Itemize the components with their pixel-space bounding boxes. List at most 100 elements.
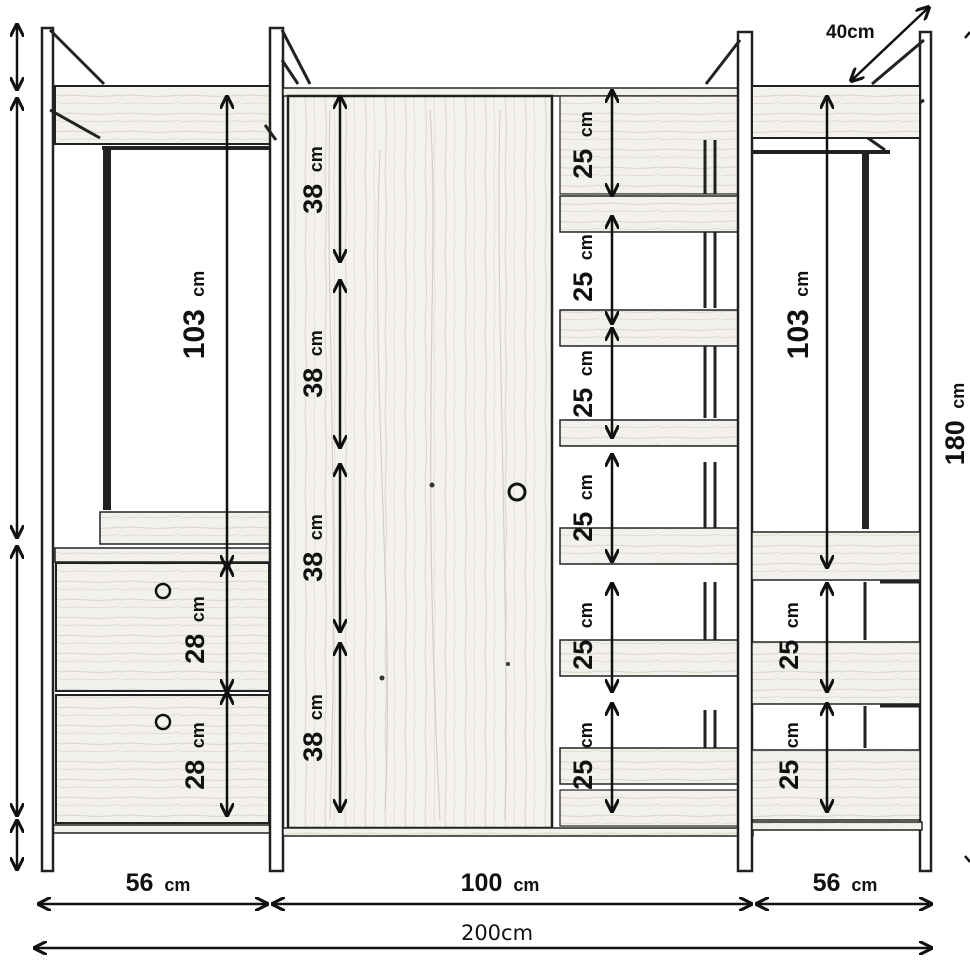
right-back-post [862, 154, 869, 529]
center-section-3-value: 38 [298, 552, 328, 582]
left-drawer-1-unit: cm [188, 596, 208, 622]
svg-text:25 cm: 25 cm [568, 474, 598, 542]
total-height-ticks [964, 31, 970, 863]
shelf-1-value: 25 [568, 149, 598, 179]
center-section-1-unit: cm [306, 146, 326, 172]
shelf-6-unit: cm [576, 722, 596, 748]
right-lower-1-value: 25 [774, 640, 804, 670]
shelf-board-5 [559, 639, 741, 677]
left-outer-post [40, 26, 55, 873]
center-section-4-unit: cm [306, 694, 326, 720]
left-top-shelf [54, 85, 271, 145]
shelf-5-unit: cm [576, 602, 596, 628]
width-left-unit: cm [164, 875, 190, 895]
svg-text:28 cm: 28 cm [180, 596, 210, 664]
svg-text:25 cm: 25 cm [568, 722, 598, 790]
door-grain-lines [328, 109, 507, 821]
svg-text:25 cm: 25 cm [774, 602, 804, 670]
left-top-brace [48, 28, 312, 141]
shelf-board-6 [559, 747, 741, 785]
right-shelf-2 [751, 641, 921, 705]
dimension-lines [17, 8, 970, 948]
width-left-value: 56 [126, 869, 154, 897]
shelf-5-value: 25 [568, 640, 598, 670]
total-height-unit: cm [948, 383, 968, 409]
svg-text:25 cm: 25 cm [568, 111, 598, 179]
total-height-value: 180 [940, 420, 970, 465]
right-lower-brackets [863, 580, 920, 748]
left-hanging-value: 103 [178, 309, 211, 359]
right-outer-post [918, 30, 933, 873]
shelf-3-value: 25 [568, 388, 598, 418]
right-shelf-1 [751, 531, 921, 581]
shelf-board-2 [559, 309, 741, 347]
right-lower-1-unit: cm [782, 602, 802, 628]
left-hanging-unit: cm [188, 271, 208, 297]
left-drawer-upper-knob[interactable] [154, 582, 172, 600]
left-drawer-lower-knob[interactable] [154, 713, 172, 731]
width-center-value: 100 [461, 869, 503, 897]
svg-text:38 cm: 38 cm [298, 694, 328, 762]
left-drawer-2-value: 28 [180, 760, 210, 790]
right-lower-2-unit: cm [782, 722, 802, 748]
shelf-board-3 [559, 419, 741, 447]
center-bottom-rail [282, 827, 754, 837]
shelf-4-unit: cm [576, 474, 596, 500]
door-knob[interactable] [507, 482, 527, 502]
width-right-unit: cm [851, 875, 877, 895]
center-section-3-unit: cm [306, 514, 326, 540]
svg-text:25 cm: 25 cm [774, 722, 804, 790]
right-bottom-rail [751, 821, 923, 831]
svg-text:25 cm: 25 cm [568, 234, 598, 302]
depth-label: 40cm [826, 22, 875, 43]
shelf-board-0 [559, 95, 741, 195]
shelf-board-7 [559, 789, 741, 827]
shelf-board-1 [559, 195, 741, 233]
right-shelf-3 [751, 749, 921, 821]
svg-text:103 cm: 103 cm [178, 271, 211, 359]
svg-text:38 cm: 38 cm [298, 330, 328, 398]
svg-text:38 cm: 38 cm [298, 514, 328, 582]
right-lower-2-value: 25 [774, 760, 804, 790]
svg-text:28 cm: 28 cm [180, 722, 210, 790]
left-inner-post [268, 26, 285, 873]
svg-text:25 cm: 25 cm [568, 602, 598, 670]
shelf-side-brackets [703, 140, 717, 748]
dimension-labels: 40cm 103 cm 28 cm 28 cm 38 cm [126, 22, 970, 945]
left-back-post [103, 150, 111, 510]
door-knot-3 [506, 662, 510, 666]
svg-text:56 cm: 56 cm [813, 869, 878, 897]
left-drawer-1-value: 28 [180, 634, 210, 664]
shelf-3-unit: cm [576, 350, 596, 376]
left-counter-shelf [54, 547, 271, 563]
svg-text:38 cm: 38 cm [298, 146, 328, 214]
center-section-2-unit: cm [306, 330, 326, 356]
shelf-board-4 [559, 527, 741, 565]
left-middle-shelf [99, 511, 271, 545]
right-hanging-unit: cm [792, 271, 812, 297]
left-drawer-upper[interactable] [55, 562, 270, 692]
shelf-2-value: 25 [568, 272, 598, 302]
svg-text:25 cm: 25 cm [568, 350, 598, 418]
left-drawer-2-unit: cm [188, 722, 208, 748]
right-inner-post [736, 30, 754, 873]
right-top-shelf [751, 85, 921, 139]
center-section-1-value: 38 [298, 184, 328, 214]
wardrobe-frame [40, 26, 933, 873]
shelf-4-value: 25 [568, 512, 598, 542]
shelf-2-unit: cm [576, 234, 596, 260]
width-center-unit: cm [513, 875, 539, 895]
door-knot-2 [379, 675, 385, 681]
center-section-2-value: 38 [298, 368, 328, 398]
left-bottom-rail [49, 824, 276, 834]
total-width-label: 200cm [461, 921, 533, 945]
depth-arrow [852, 8, 928, 80]
svg-text:100 cm: 100 cm [461, 869, 540, 897]
right-hanging-value: 103 [782, 309, 815, 359]
width-right-value: 56 [813, 869, 841, 897]
door-knot-1 [429, 482, 435, 488]
center-section-4-value: 38 [298, 732, 328, 762]
shelf-1-unit: cm [576, 111, 596, 137]
svg-text:103 cm: 103 cm [782, 271, 815, 359]
